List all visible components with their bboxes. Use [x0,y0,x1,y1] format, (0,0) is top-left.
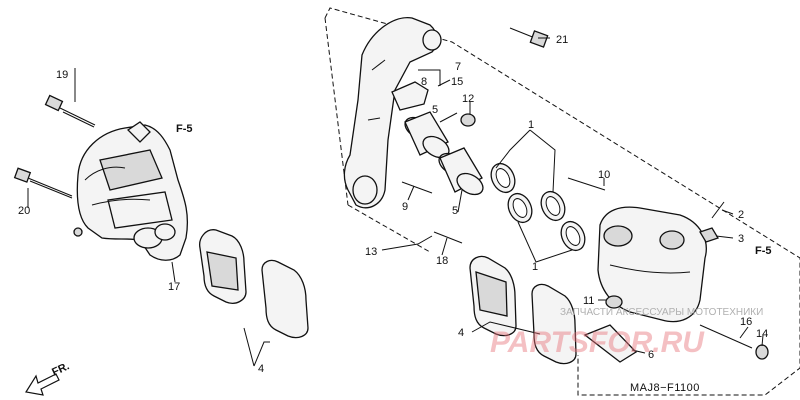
piston-upper [404,111,450,159]
label-7: 7 [455,61,461,73]
label-15: 15 [451,76,463,88]
left-caliper-assembly [73,121,189,261]
label-11: 11 [583,295,594,307]
label-5-lower: 5 [452,205,458,217]
left-brake-pads [199,229,309,339]
label-9: 9 [402,201,408,213]
bolt-11 [605,295,623,309]
label-10: 10 [598,169,610,181]
label-4-left: 4 [258,363,264,375]
label-20: 20 [18,205,30,217]
watermark-logo: PARTSFOR.RU [490,326,705,359]
ref-f5-left: F-5 [176,123,193,135]
label-8: 8 [421,76,427,88]
right-brake-pads [469,255,577,365]
spring-plate-6 [583,324,638,363]
piston-seals [490,162,586,252]
label-3: 3 [738,233,744,245]
label-16: 16 [740,316,752,328]
label-19: 19 [56,69,68,81]
front-direction-label: FR. [50,360,71,378]
caliper-bracket [343,17,442,209]
label-5-upper: 5 [432,104,438,116]
label-1-lower: 1 [532,261,538,273]
label-2: 2 [738,209,744,221]
diagram-code: MAJ8−F1100 [630,382,700,394]
label-4-right: 4 [458,327,464,339]
leader-lines [27,37,764,367]
pin-16 [699,324,753,349]
label-14: 14 [756,328,768,340]
label-13: 13 [365,246,377,258]
bolt-20 [13,167,73,199]
bleed-screw-2 [711,201,725,219]
label-1-upper: 1 [528,119,534,131]
cap-3 [699,227,719,243]
assembly-frame-bottom-edge [347,204,431,253]
bolt-19 [44,94,96,128]
right-caliper-body [597,206,707,323]
label-17: 17 [168,281,180,293]
pin-18 [433,231,463,244]
label-12: 12 [462,93,474,105]
label-6: 6 [648,349,654,361]
front-direction-arrow: FR. [25,360,71,396]
watermark-tagline: ЗАПЧАСТИ АКСЕССУАРЫ МОТОТЕХНИКИ [560,307,763,318]
label-21: 21 [556,34,568,46]
cap-12 [460,113,476,127]
clip-8 [391,81,429,111]
pin-9 [401,181,433,194]
piston-lower [438,147,484,196]
clip-14 [755,344,769,360]
ref-f5-right: F-5 [755,245,772,257]
assembly-frame-outline [324,7,800,396]
pin-10 [567,177,606,191]
label-18: 18 [436,255,448,267]
bolt-21 [509,27,549,48]
